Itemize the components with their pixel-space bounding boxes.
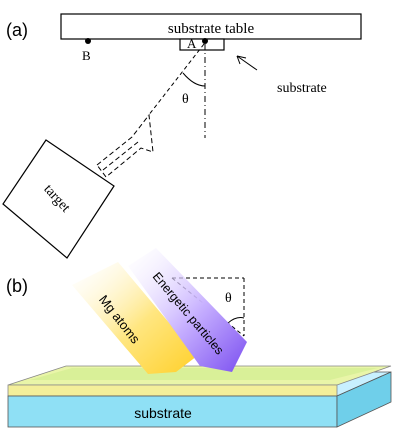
panel-b: (b) θ substrate Mg atoms Energetic parti… xyxy=(6,248,392,428)
point-a-label: A xyxy=(187,36,197,51)
panel-a-label: (a) xyxy=(6,20,28,40)
deposition-line xyxy=(147,43,205,117)
angle-label-a: θ xyxy=(182,92,189,107)
substrate-side-face xyxy=(336,371,392,428)
substrate-table-label: substrate table xyxy=(168,21,255,37)
flux-arrow-inner-line xyxy=(102,141,139,171)
substrate-label-b: substrate xyxy=(134,405,192,421)
target xyxy=(2,139,115,259)
substrate-label-a: substrate xyxy=(277,81,327,96)
mg-atoms-beam xyxy=(72,262,197,374)
point-a-dot xyxy=(202,38,208,44)
substrate-front-face xyxy=(7,395,338,428)
film-front-face xyxy=(7,384,338,397)
energetic-particles-beam xyxy=(128,248,247,372)
substrate-piece xyxy=(179,38,225,51)
substrate-pointer-line xyxy=(236,55,258,71)
flux-arrow-dashed xyxy=(96,113,154,178)
panel-b-label: (b) xyxy=(6,276,28,296)
substrate-table xyxy=(60,13,362,40)
point-b-dot xyxy=(85,38,91,44)
film-top-face xyxy=(30,368,378,380)
angle-label-b: θ xyxy=(225,291,232,306)
angle-arc-b xyxy=(227,317,245,324)
panel-a: (a) substrate table A B θ substrate targ… xyxy=(2,13,362,259)
angle-arc-a xyxy=(182,72,206,87)
substrate-pointer-head xyxy=(236,55,247,65)
point-b-label: B xyxy=(82,48,91,63)
